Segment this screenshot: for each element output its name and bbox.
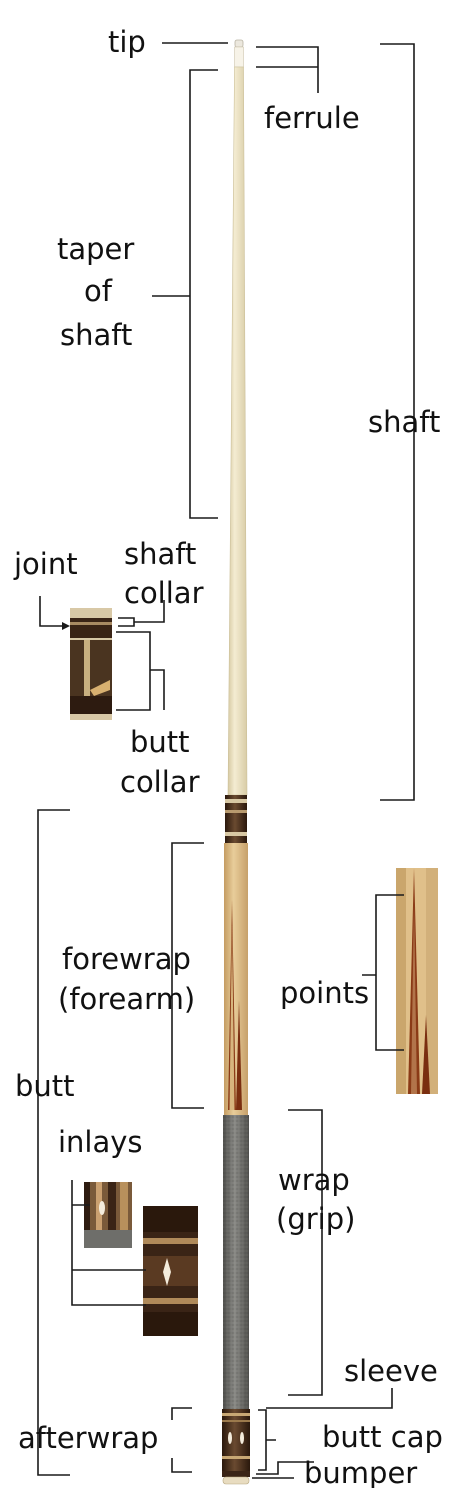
label-bumper: bumper (304, 1456, 417, 1488)
cue-ferrule (234, 46, 244, 68)
label-forewrap-line-2: (forearm) (58, 982, 195, 1016)
label-points: points (280, 976, 369, 1010)
label-shaft-collar-line-1: shaft (124, 537, 196, 571)
label-shaft-collar-line-2: collar (124, 576, 204, 610)
label-butt: butt (15, 1069, 75, 1103)
cue-sleeve (222, 1409, 250, 1471)
label-afterwrap: afterwrap (18, 1421, 158, 1455)
cue-bumper (222, 1476, 250, 1485)
label-wrap-line-1: wrap (278, 1163, 350, 1197)
label-inlays: inlays (58, 1125, 143, 1159)
cue-forearm (224, 843, 248, 1115)
cue-collar (225, 795, 247, 843)
label-joint: joint (13, 547, 78, 581)
label-shaft: shaft (368, 405, 440, 439)
label-ferrule: ferrule (264, 101, 360, 135)
cue-tip (234, 39, 244, 48)
inlay-inset-small (84, 1182, 132, 1248)
label-taper-of-shaft-line-1: taper (57, 232, 134, 266)
label-taper-of-shaft-line-2: of (84, 274, 113, 308)
label-taper-of-shaft-line-3: shaft (60, 318, 132, 352)
label-butt-collar-line-1: butt (130, 725, 190, 759)
points-inset (396, 868, 438, 1094)
label-forewrap-line-1: forewrap (62, 942, 191, 976)
leader-lines (37, 42, 415, 1479)
joint-inset (70, 608, 112, 720)
label-butt-cap: butt cap (322, 1420, 443, 1454)
label-sleeve: sleeve (344, 1354, 438, 1388)
cue-inlay (228, 1432, 232, 1444)
label-butt-collar-line-2: collar (120, 765, 200, 799)
label-wrap-line-2: (grip) (276, 1202, 355, 1236)
cue-shaft (227, 66, 248, 796)
inlay-inset-large (143, 1206, 198, 1336)
cue-butt-cap (222, 1471, 250, 1477)
pool-cue (222, 39, 250, 1485)
label-tip: tip (108, 25, 146, 59)
